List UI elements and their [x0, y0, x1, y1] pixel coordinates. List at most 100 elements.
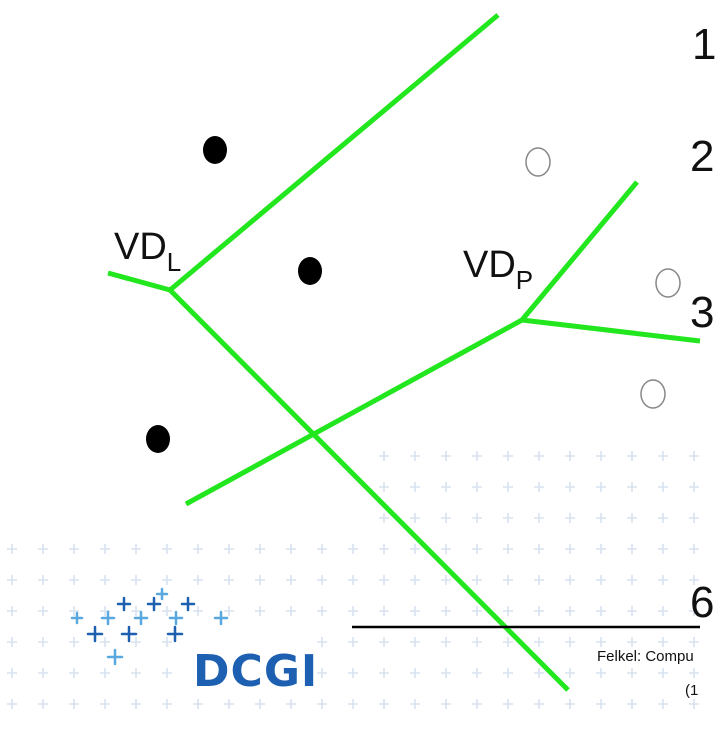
edge-digit-3: 3 [690, 288, 715, 337]
background-cross [7, 668, 17, 678]
background-cross [534, 637, 544, 647]
background-cross [441, 606, 451, 616]
background-cross [627, 637, 637, 647]
background-cross [596, 482, 606, 492]
background-cross [534, 668, 544, 678]
background-cross [100, 544, 110, 554]
background-cross [596, 668, 606, 678]
background-cross [38, 575, 48, 585]
background-cross [658, 637, 668, 647]
background-cross [255, 699, 265, 709]
background-cross [348, 699, 358, 709]
edge-right-lower [184, 317, 524, 507]
background-cross [317, 606, 327, 616]
background-cross [224, 575, 234, 585]
background-cross [534, 544, 544, 554]
background-cross [193, 606, 203, 616]
background-cross [658, 451, 668, 461]
hollow-site-2 [655, 268, 681, 298]
filled-sites [146, 136, 322, 453]
edge-digit-1: 1 [692, 20, 716, 69]
background-cross [348, 544, 358, 554]
background-cross [472, 513, 482, 523]
background-cross [441, 513, 451, 523]
logo-crosses [70, 587, 229, 666]
background-cross [441, 575, 451, 585]
background-cross [565, 482, 575, 492]
background-cross [565, 668, 575, 678]
background-cross [689, 575, 699, 585]
background-cross [658, 544, 668, 554]
footer-page: (1 [685, 682, 699, 699]
background-cross [131, 637, 141, 647]
background-cross [503, 668, 513, 678]
background-cross [689, 482, 699, 492]
background-cross [38, 606, 48, 616]
background-cross [534, 606, 544, 616]
background-cross [7, 637, 17, 647]
vd-left-label: VDL [114, 226, 181, 277]
background-cross [534, 575, 544, 585]
background-cross [317, 637, 327, 647]
vd-left-main: VD [114, 226, 167, 268]
background-cross [224, 699, 234, 709]
background-cross [503, 451, 513, 461]
filled-site-1 [203, 136, 227, 164]
background-cross [441, 482, 451, 492]
background-cross [627, 544, 637, 554]
background-cross [317, 575, 327, 585]
background-cross [69, 699, 79, 709]
background-cross [7, 606, 17, 616]
background-cross [596, 699, 606, 709]
background-cross [441, 699, 451, 709]
background-cross [379, 668, 389, 678]
background-cross [627, 575, 637, 585]
background-cross [472, 699, 482, 709]
background-cross [410, 451, 420, 461]
background-cross [503, 544, 513, 554]
background-cross [255, 606, 265, 616]
background-cross [410, 668, 420, 678]
background-cross [7, 544, 17, 554]
background-cross [255, 544, 265, 554]
background-cross [534, 451, 544, 461]
edge-digit-6: 6 [690, 578, 715, 627]
background-cross [379, 699, 389, 709]
background-cross [379, 482, 389, 492]
background-cross [627, 513, 637, 523]
hollow-sites [525, 147, 681, 409]
background-cross [379, 575, 389, 585]
background-cross [193, 544, 203, 554]
edge-right-horizontal [521, 317, 701, 344]
background-cross [317, 544, 327, 554]
background-cross [534, 699, 544, 709]
background-cross [379, 451, 389, 461]
background-cross [689, 637, 699, 647]
background-cross [224, 544, 234, 554]
edge-left-stub [107, 270, 171, 293]
background-cross [689, 544, 699, 554]
background-cross [596, 637, 606, 647]
hollow-site-1 [525, 147, 551, 177]
background-cross [131, 544, 141, 554]
background-cross [441, 637, 451, 647]
background-cross [131, 699, 141, 709]
background-cross [162, 668, 172, 678]
dcgi-logo: DCGI [193, 646, 319, 697]
background-cross [100, 575, 110, 585]
background-cross [565, 606, 575, 616]
background-cross [503, 606, 513, 616]
background-cross [565, 699, 575, 709]
background-cross [565, 451, 575, 461]
background-cross [410, 637, 420, 647]
background-cross [596, 513, 606, 523]
background-cross [348, 575, 358, 585]
background-cross [193, 575, 203, 585]
background-cross [503, 699, 513, 709]
vd-left-subscript: L [166, 247, 182, 277]
background-cross [565, 544, 575, 554]
background-cross [658, 575, 668, 585]
filled-site-2 [298, 257, 322, 285]
background-cross [38, 699, 48, 709]
background-cross [286, 575, 296, 585]
